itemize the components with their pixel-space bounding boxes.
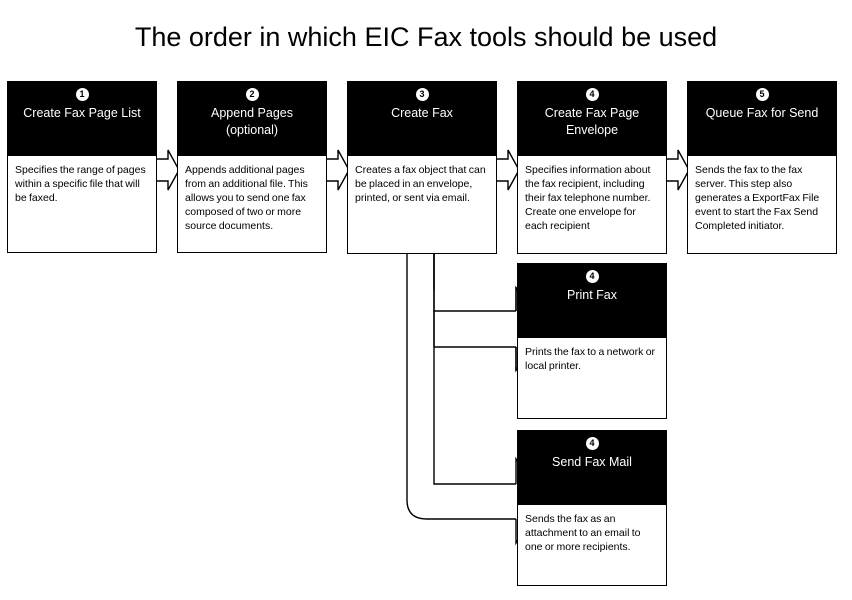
node-header: 4 Send Fax Mail [518,431,666,505]
step-badge: 4 [585,270,599,283]
node-title-secondary: (optional) [225,123,279,137]
node-queue-fax-for-send[interactable]: 5 Queue Fax for Send Sends the fax to th… [687,81,837,254]
node-description: Sends the fax as an attachment to an ema… [518,505,666,585]
node-title: Create Fax Page List [23,106,141,120]
node-title: Append Pages [210,106,293,120]
connector-4-to-5 [667,149,690,191]
node-header: 1 Create Fax Page List [8,82,156,156]
node-title: Create Fax [391,106,453,120]
connector-1-to-2 [157,149,180,191]
node-print-fax[interactable]: 4 Print Fax Prints the fax to a network … [517,263,667,419]
connector-3-to-4 [497,149,520,191]
node-title: Create Fax Page [544,106,640,120]
page-title: The order in which EIC Fax tools should … [134,22,718,52]
node-description: Prints the fax to a network or local pri… [518,338,666,418]
node-title: Queue Fax for Send [705,106,819,120]
node-description: Creates a fax object that can be placed … [348,156,496,253]
node-description: Sends the fax to the fax server. This st… [688,156,836,253]
node-description: Specifies information about the fax reci… [518,156,666,253]
step-badge: 1 [75,88,89,101]
connector-2-to-3 [327,149,350,191]
step-badge: 4 [585,88,599,101]
node-create-fax-page-envelope[interactable]: 4 Create Fax Page Envelope Specifies inf… [517,81,667,254]
node-title-secondary: Envelope [565,123,619,137]
step-badge: 2 [245,88,259,101]
step-badge: 5 [755,88,769,101]
node-header: 4 Create Fax Page Envelope [518,82,666,156]
node-create-fax-page-list[interactable]: 1 Create Fax Page List Specifies the ran… [7,81,157,253]
node-header: 5 Queue Fax for Send [688,82,836,156]
node-title: Send Fax Mail [552,455,632,469]
step-badge: 3 [415,88,429,101]
node-send-fax-mail[interactable]: 4 Send Fax Mail Sends the fax as an atta… [517,430,667,586]
node-header: 4 Print Fax [518,264,666,338]
node-header: 2 Append Pages (optional) [178,82,326,156]
node-description: Appends additional pages from an additio… [178,156,326,252]
node-title: Print Fax [566,288,617,302]
node-description: Specifies the range of pages within a sp… [8,156,156,252]
node-append-pages[interactable]: 2 Append Pages (optional) Appends additi… [177,81,327,253]
node-create-fax[interactable]: 3 Create Fax Creates a fax object that c… [347,81,497,254]
node-header: 3 Create Fax [348,82,496,156]
step-badge: 4 [585,437,599,450]
